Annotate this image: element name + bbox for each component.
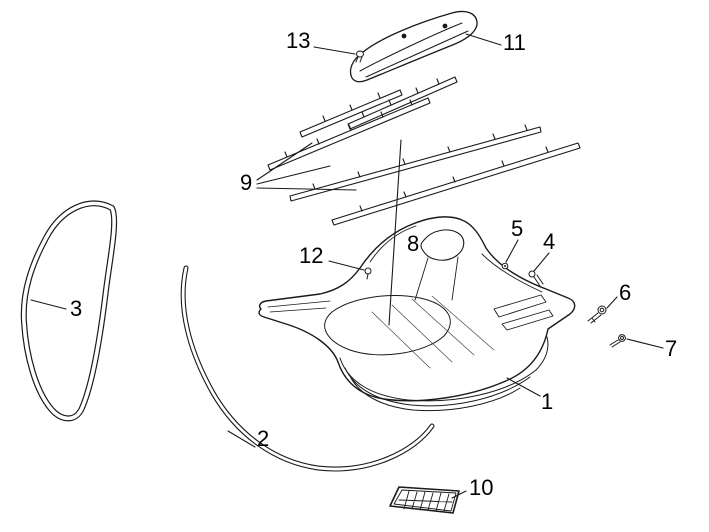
part-9-floor-rails — [267, 76, 581, 226]
part-label-11: 11 — [503, 30, 526, 55]
cover-hole — [401, 33, 407, 39]
leader-1 — [506, 377, 541, 397]
leader-6 — [606, 296, 618, 309]
screw-12 — [364, 267, 372, 280]
leader-10 — [451, 490, 467, 499]
right-slot — [493, 294, 547, 318]
leader-3 — [30, 299, 67, 310]
part-label-6: 6 — [619, 280, 632, 305]
part-10-floor-mat — [389, 486, 460, 514]
part-label-10: 10 — [469, 475, 494, 500]
cover-hole — [442, 23, 448, 29]
part-label-7: 7 — [665, 336, 678, 361]
fastener-5 — [501, 262, 509, 270]
part-2-edge-trim — [180, 265, 435, 472]
screw-6 — [587, 305, 607, 324]
part-label-3: 3 — [70, 296, 83, 321]
rail — [331, 142, 581, 226]
surface-hatching — [371, 295, 495, 369]
screw-4 — [528, 270, 544, 287]
leader-5 — [505, 239, 519, 263]
leader-13 — [313, 46, 356, 55]
screw-13 — [355, 50, 364, 63]
part-label-2: 2 — [257, 426, 270, 451]
leader-9c — [256, 187, 357, 191]
leader-11 — [465, 33, 502, 46]
leader-9a — [256, 142, 313, 181]
part-label-1: 1 — [541, 389, 554, 414]
floor-panel-outline — [258, 216, 576, 402]
part-3-rubber-trim-loop — [20, 200, 118, 422]
leader-8 — [388, 139, 402, 326]
part-label-8: 8 — [407, 231, 420, 256]
part-label-12: 12 — [299, 243, 324, 268]
grille-slats — [398, 490, 453, 512]
leader-lines — [30, 33, 664, 499]
leader-2 — [227, 430, 256, 448]
part-label-13: 13 — [286, 28, 311, 53]
leader-4 — [533, 252, 550, 272]
rail — [299, 89, 403, 138]
leader-9b — [256, 165, 331, 185]
rail — [289, 124, 542, 202]
rail — [347, 76, 458, 130]
part-11-upper-cover — [349, 10, 478, 83]
leader-12 — [328, 260, 365, 271]
screw-7 — [609, 334, 626, 348]
main-floor-panel — [258, 216, 576, 412]
right-slot — [501, 309, 554, 331]
tunnel-opening — [420, 229, 465, 261]
part-label-4: 4 — [543, 229, 556, 254]
leader-7 — [626, 338, 664, 349]
bottom-lip-lines — [339, 336, 549, 402]
part-label-9: 9 — [240, 170, 253, 195]
rail — [267, 97, 431, 171]
part-label-5: 5 — [511, 216, 524, 241]
